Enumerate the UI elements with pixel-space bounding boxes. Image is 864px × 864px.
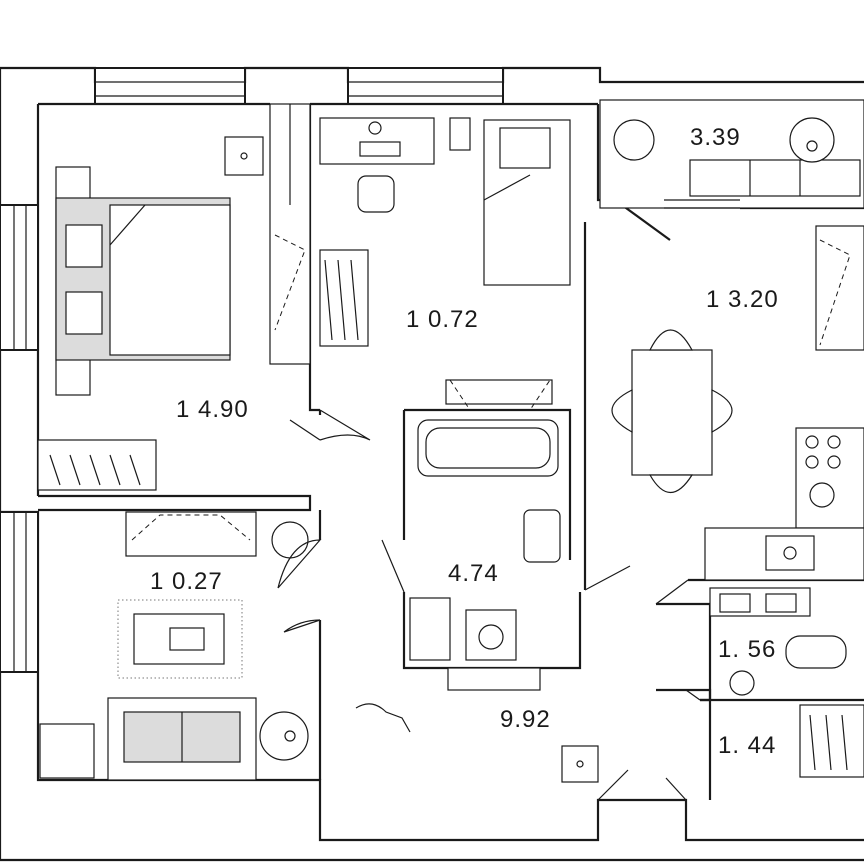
tv-stand xyxy=(445,379,553,405)
area-wc: 1. 56 xyxy=(718,636,777,663)
tv-cabinet xyxy=(815,225,864,351)
wardrobe xyxy=(269,103,311,365)
child-bedroom-furniture xyxy=(319,117,571,411)
tv-console xyxy=(125,511,257,557)
toilet xyxy=(785,635,847,669)
side-table xyxy=(259,711,309,761)
plant xyxy=(271,521,309,559)
dresser xyxy=(37,439,157,491)
pillow xyxy=(65,224,103,268)
balcony-plant xyxy=(613,119,655,161)
balcony-table xyxy=(789,117,835,163)
rug xyxy=(117,599,243,679)
bathroom-furniture xyxy=(409,419,561,691)
nightstand xyxy=(224,136,264,176)
desk xyxy=(319,117,435,165)
small-bedroom-furniture xyxy=(39,511,309,781)
wc-sink xyxy=(729,670,755,696)
area-storage: 1. 44 xyxy=(718,732,777,759)
washing-machine xyxy=(465,609,517,661)
shoe-rack xyxy=(447,667,541,691)
balcony xyxy=(599,99,864,209)
toy-box xyxy=(39,723,95,779)
desk-chair xyxy=(357,175,395,213)
pillow xyxy=(65,291,103,335)
dining-table xyxy=(631,349,713,476)
sink xyxy=(765,535,815,571)
area-hallway: 9.92 xyxy=(500,706,551,733)
doors xyxy=(277,409,701,801)
area-kitchen-living: 1 3.20 xyxy=(706,286,779,313)
wc-shelf xyxy=(709,587,811,617)
master-bedroom-furniture xyxy=(37,103,311,491)
area-bedroom-small: 1 0.27 xyxy=(150,568,223,595)
hall-pouf xyxy=(561,745,599,783)
kitchen-furniture xyxy=(611,225,864,581)
wc-furniture xyxy=(709,587,864,778)
laptop xyxy=(169,627,205,651)
stove xyxy=(795,427,864,529)
bathtub xyxy=(417,419,559,477)
hallway-furniture xyxy=(355,703,599,783)
laundry-cabinet xyxy=(409,597,451,661)
area-balcony: 3.39 xyxy=(690,124,741,151)
area-bedroom-master: 1 4.90 xyxy=(176,396,249,423)
area-bathroom: 4.74 xyxy=(448,560,499,587)
bathroom-sink xyxy=(523,509,561,563)
pillow xyxy=(499,127,551,169)
balcony-sofa xyxy=(689,159,861,197)
nightstand xyxy=(449,117,471,151)
pet xyxy=(355,703,411,733)
coffee-table xyxy=(133,613,225,665)
outer-walls xyxy=(0,66,864,862)
area-bedroom-child: 1 0.72 xyxy=(406,306,479,333)
